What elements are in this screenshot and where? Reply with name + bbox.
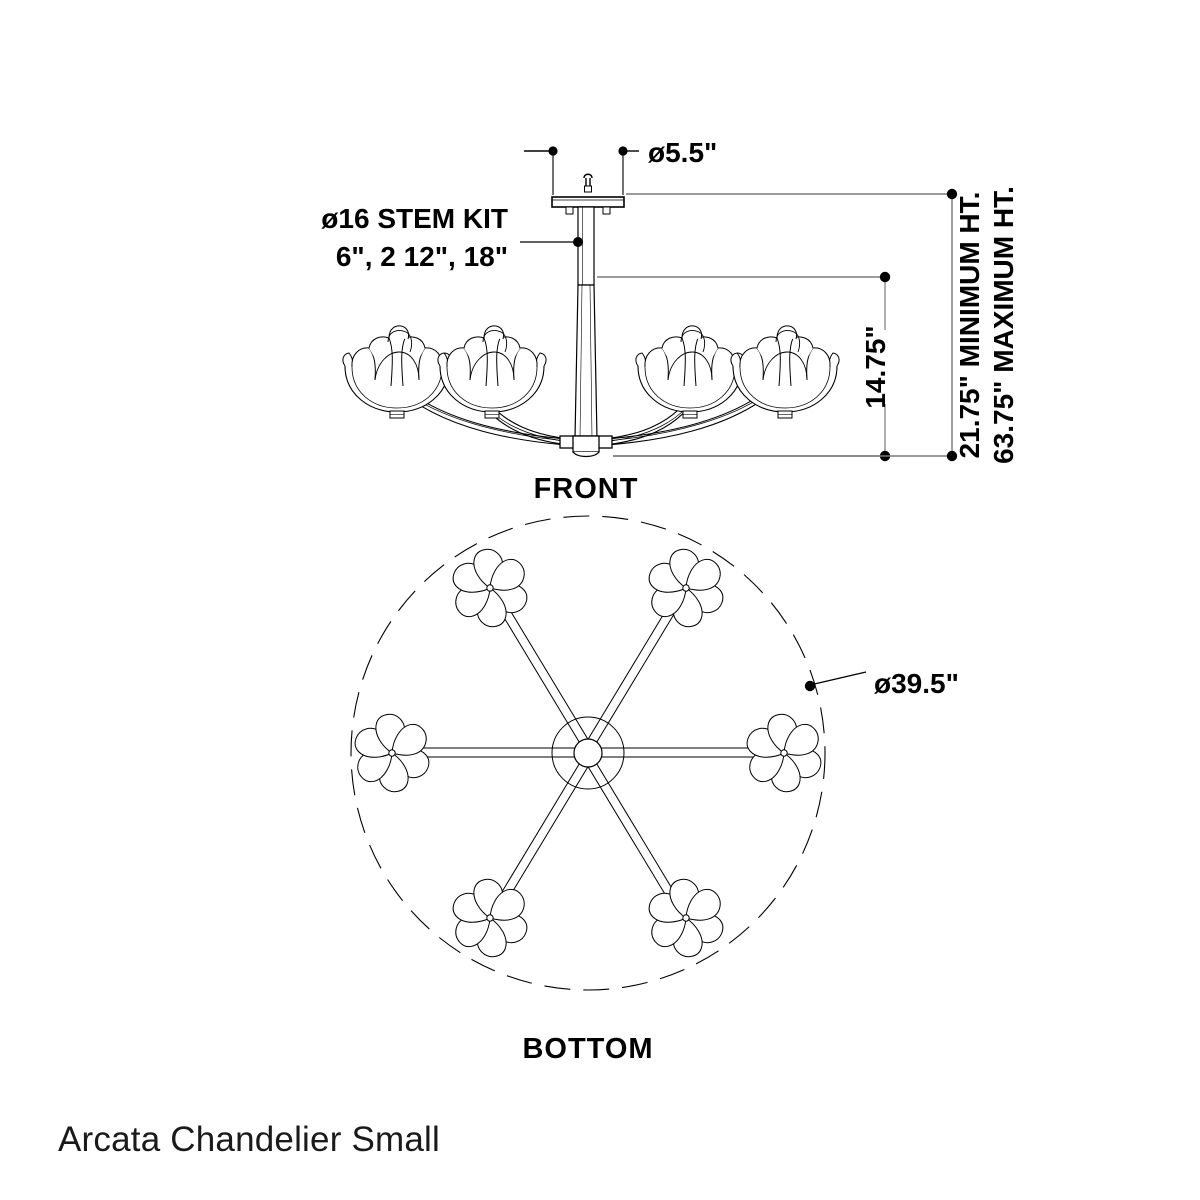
overall-diameter-label: ø39.5": [874, 668, 959, 699]
bottom-view: ø39.5" BOTTOM: [350, 515, 959, 1065]
minimum-height-label: 21.75" MINIMUM HT.: [954, 192, 985, 459]
bottom-shade-right: [743, 708, 825, 798]
bottom-shade-lower-right: [645, 873, 727, 963]
ceiling-hook: [583, 173, 593, 193]
canopy-diameter-dimension: ø5.5": [524, 137, 717, 195]
bottom-shade-upper-left: [449, 543, 531, 633]
front-dimensions: ø5.5" ø16 STEM KIT 6", 2 12", 18" 14.75": [321, 137, 1019, 464]
bottom-shade-lower-left: [449, 873, 531, 963]
stem-kit-label-line2: 6", 2 12", 18": [336, 241, 508, 272]
stem-kit-dimension: ø16 STEM KIT 6", 2 12", 18": [321, 203, 583, 272]
overall-diameter-dimension: ø39.5": [804, 668, 959, 699]
overall-diameter-circle: [350, 515, 826, 991]
stem-kit-label-line1: ø16 STEM KIT: [321, 203, 508, 234]
body-height-label: 14.75": [860, 325, 891, 408]
front-shade-2: [437, 325, 547, 419]
bottom-shade-left: [351, 708, 433, 798]
front-shade-1: [342, 325, 452, 419]
bottom-center-hub: [551, 716, 625, 790]
product-title: Arcata Chandelier Small: [58, 1120, 440, 1159]
body-hub: [559, 435, 613, 458]
front-shade-4: [730, 325, 840, 419]
bottom-view-label: BOTTOM: [522, 1033, 653, 1065]
bottom-shade-upper-right: [645, 543, 727, 633]
overall-height-dimension: 21.75" MINIMUM HT. 63.75" MAXIMUM HT.: [613, 186, 1019, 464]
front-shade-3: [635, 325, 745, 419]
canopy-diameter-label: ø5.5": [648, 137, 717, 168]
maximum-height-label: 63.75" MAXIMUM HT.: [988, 186, 1019, 464]
front-view-label: FRONT: [534, 473, 639, 505]
